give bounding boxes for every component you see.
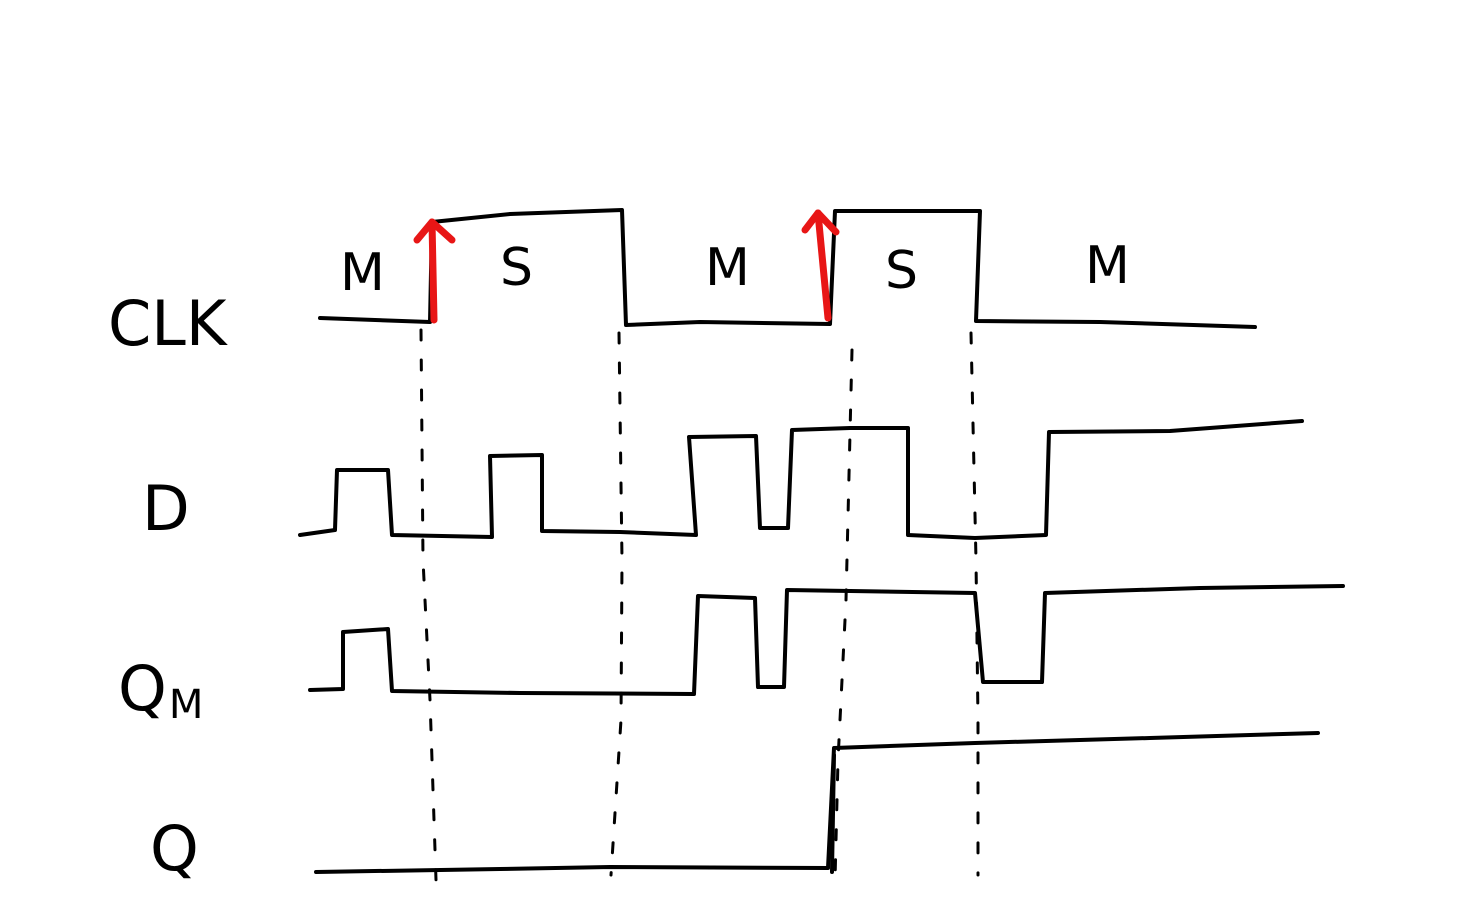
- signal-label-q: Q: [150, 812, 199, 885]
- signal-label-qm-subscript: M: [169, 682, 204, 728]
- q-edge-thick: [830, 753, 836, 874]
- phase-label-4: S: [885, 241, 918, 301]
- phase-label-1: M: [340, 243, 385, 303]
- phase-label-2: S: [500, 238, 533, 298]
- up-arrow-icon: [801, 209, 840, 322]
- signal-label-qm-main: Q: [118, 652, 167, 725]
- up-arrow-icon: [413, 218, 456, 324]
- guide-line-3: [833, 348, 854, 882]
- signal-label-qm: QM: [118, 652, 203, 728]
- guide-line-2: [609, 331, 624, 877]
- phase-label-3: M: [705, 238, 750, 298]
- q-waveform: [314, 731, 1320, 874]
- signal-label-d: D: [142, 472, 190, 545]
- guide-line-1: [419, 328, 438, 882]
- signal-label-clk: CLK: [108, 287, 228, 360]
- phase-label-5: M: [1085, 236, 1130, 296]
- d-waveform: [298, 419, 1304, 540]
- qm-waveform: [308, 584, 1345, 696]
- guide-line-4: [969, 331, 980, 877]
